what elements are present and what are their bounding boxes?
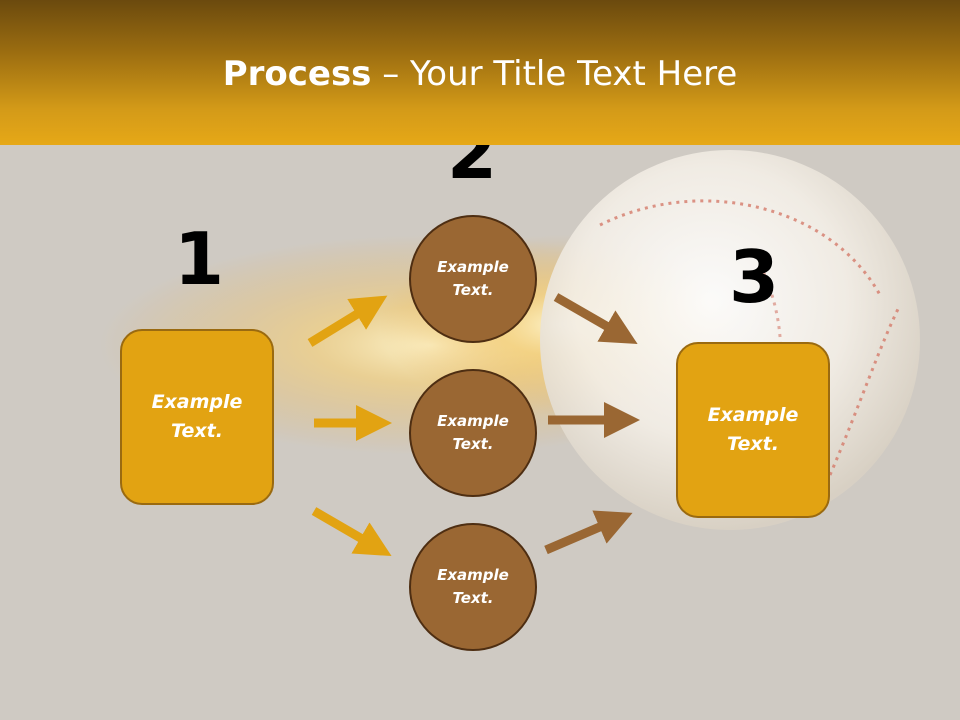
arrow-1-to-2-bottom	[311, 507, 392, 557]
step-2-circle-top: Example Text.	[409, 215, 537, 343]
header-band	[0, 0, 960, 145]
step-2-circle-middle-text: Example Text.	[437, 412, 509, 453]
step-1-box-text: Example Text.	[151, 391, 243, 442]
step-1-box: Example Text.	[120, 329, 274, 505]
step-2-circle-middle: Example Text.	[409, 369, 537, 497]
arrow-2-to-3-bottom	[544, 510, 633, 555]
step-2-circle-bottom: Example Text.	[409, 523, 537, 651]
step-3-box-text: Example Text.	[707, 404, 799, 455]
step-2-circle-bottom-text: Example Text.	[437, 566, 509, 607]
step-1-number: 1	[173, 217, 225, 301]
slide-title: Process – Your Title Text Here	[0, 52, 960, 96]
arrow-1-to-2-top	[307, 295, 388, 347]
title-bold: Process	[222, 54, 372, 94]
step-3-number: 3	[728, 235, 780, 319]
flow-arrows	[307, 293, 640, 557]
step-2-circle-top-text: Example Text.	[437, 258, 509, 299]
title-rest: – Your Title Text Here	[371, 54, 738, 94]
step-2-number: 2	[446, 145, 498, 195]
step-3-box: Example Text.	[676, 342, 830, 518]
slide-canvas: 1 2 3 Example Text. Example Text. Exampl…	[0, 145, 960, 720]
arrow-2-to-3-top	[553, 293, 638, 344]
